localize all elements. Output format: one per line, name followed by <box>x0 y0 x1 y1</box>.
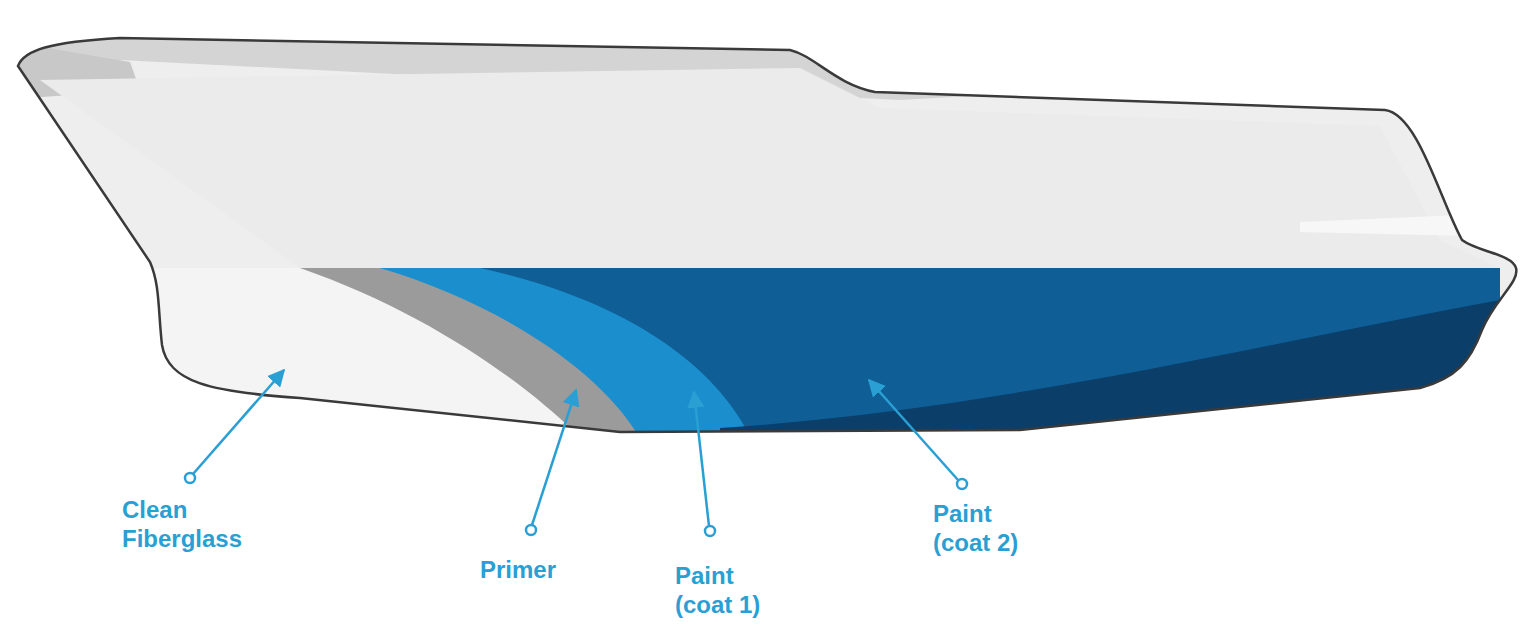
callout-label: Primer <box>480 556 556 585</box>
hull-outline <box>18 38 1516 432</box>
leader-line <box>694 392 709 526</box>
callout-label: Clean Fiberglass <box>122 496 272 554</box>
leader-line <box>869 380 958 480</box>
leader-dot <box>185 473 195 483</box>
leader-dot <box>705 526 715 536</box>
leader-lines <box>185 370 967 536</box>
leader-line <box>193 370 284 474</box>
leader-line <box>532 390 576 525</box>
leader-dot <box>957 479 967 489</box>
leader-dot <box>526 525 536 535</box>
callout-label: Paint (coat 1) <box>675 562 787 620</box>
callout-label: Paint (coat 2) <box>933 500 1045 558</box>
